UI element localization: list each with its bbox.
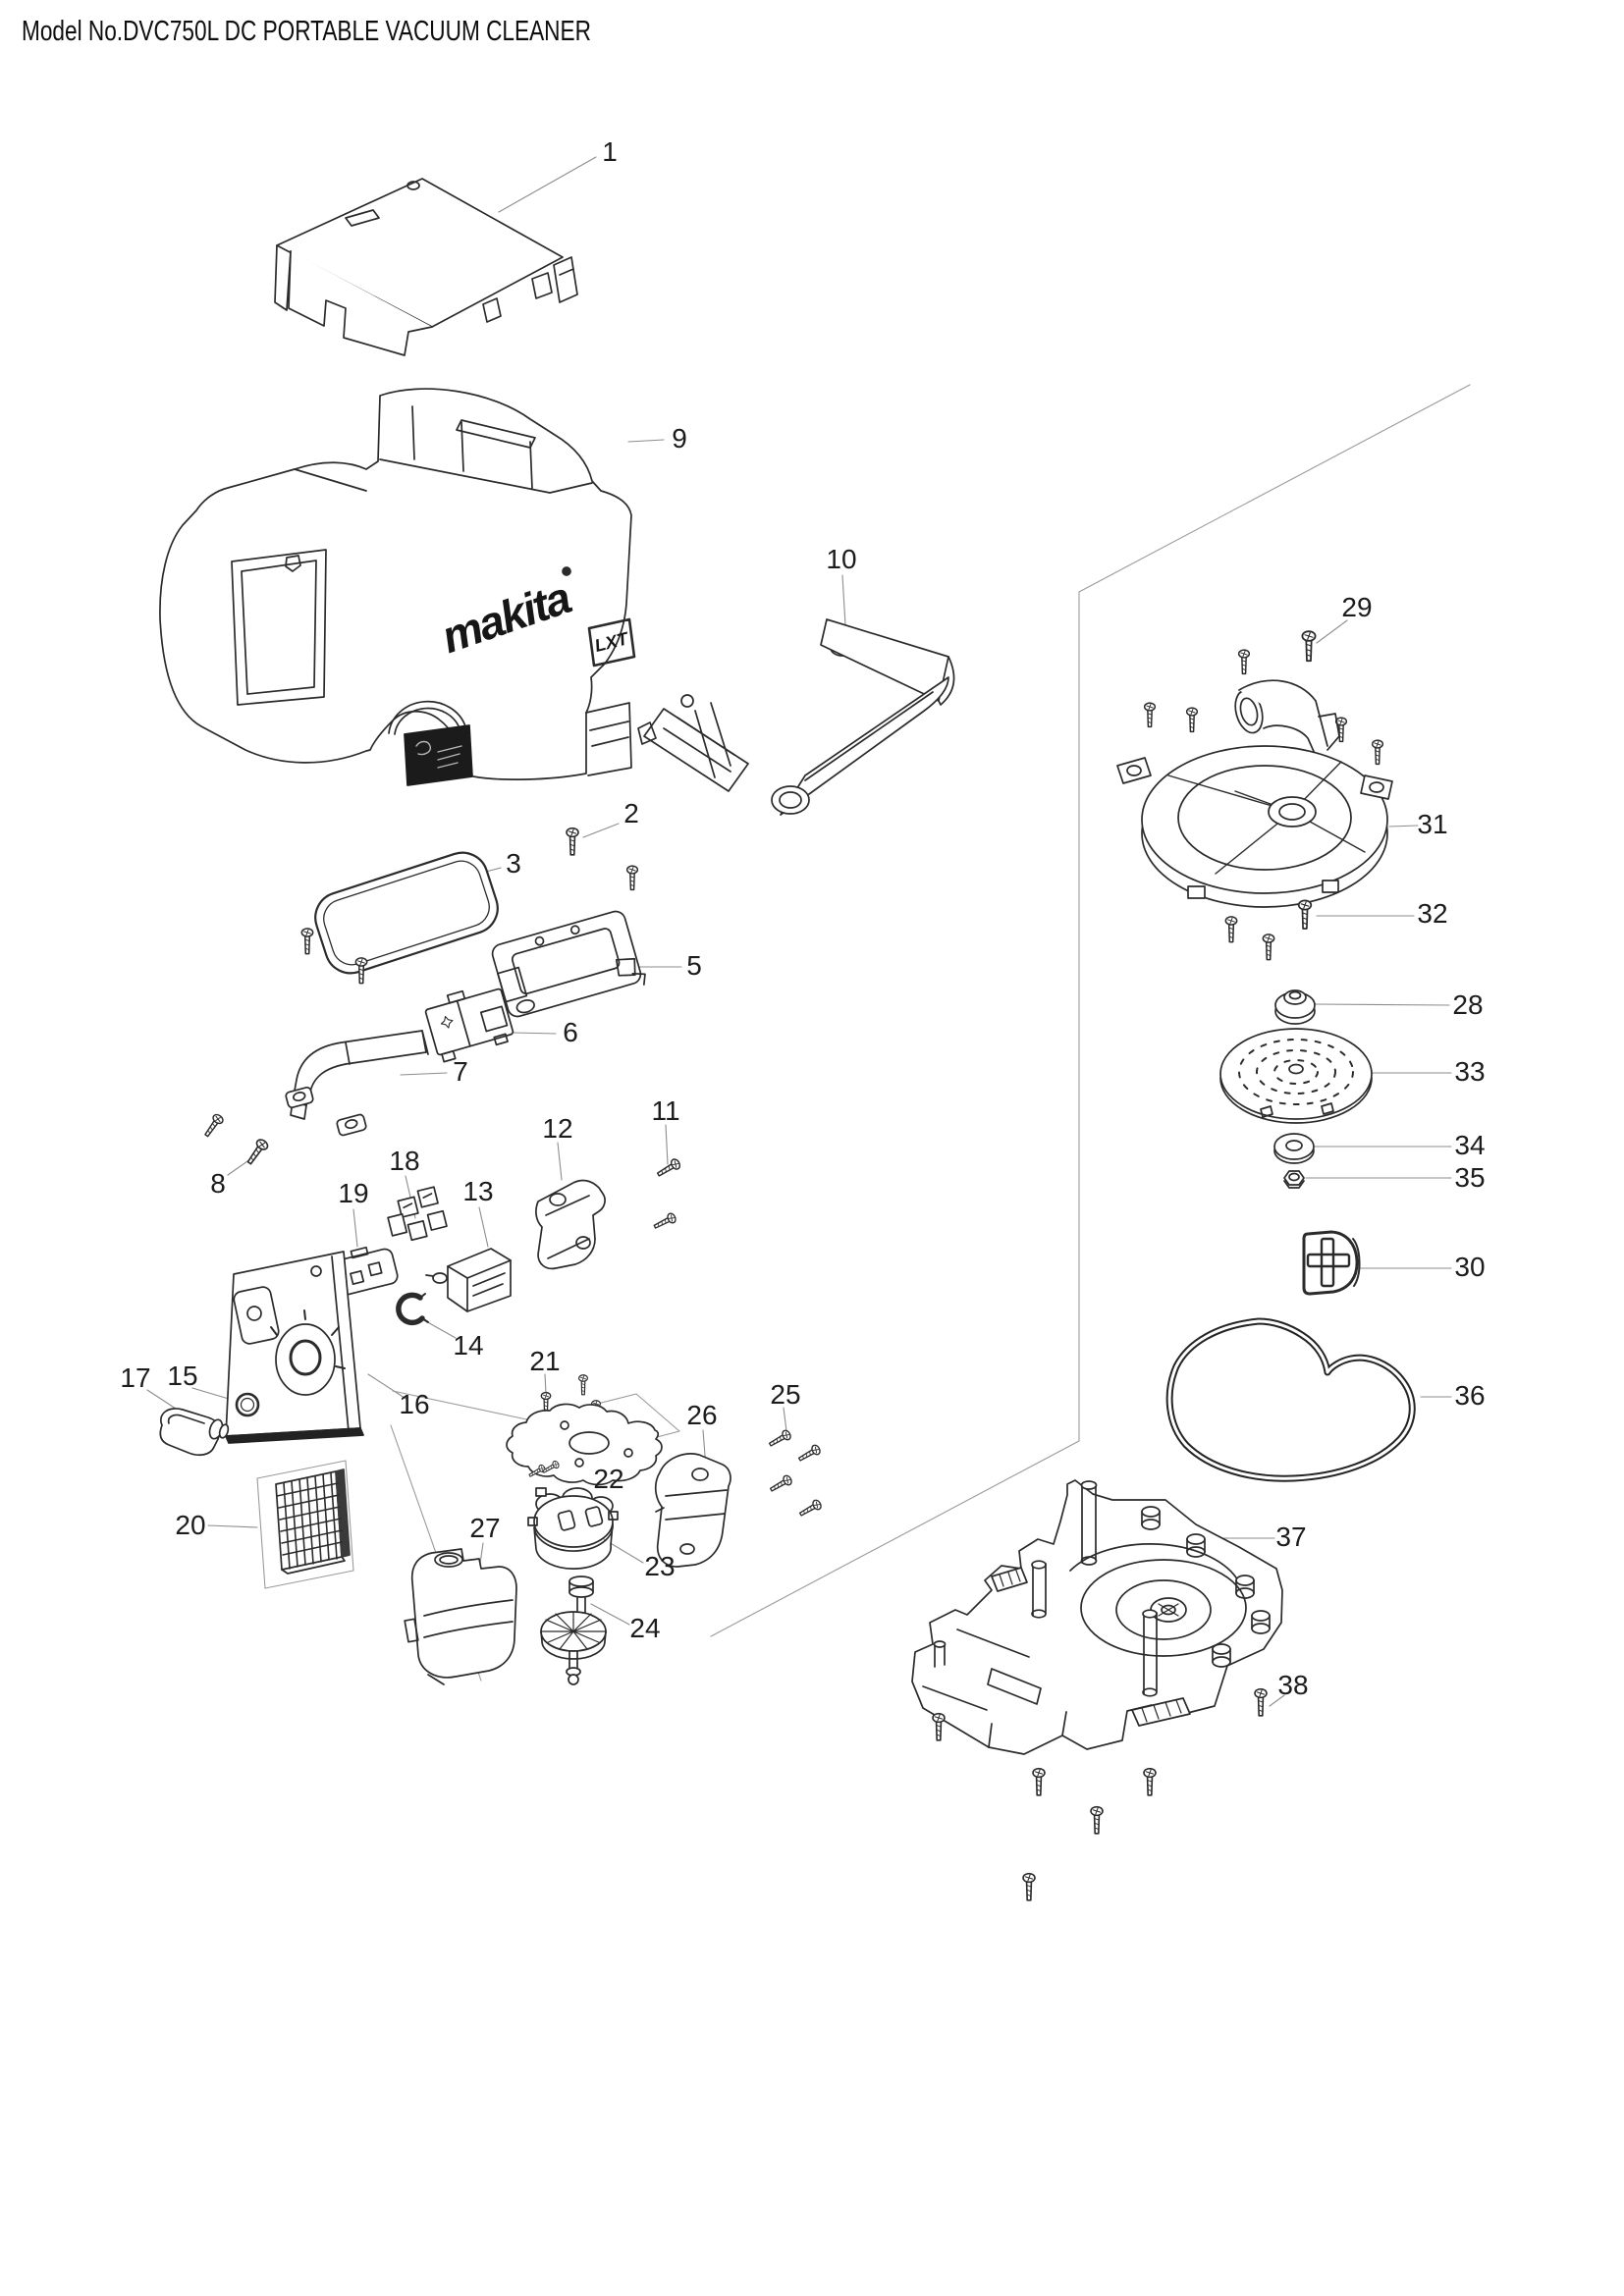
callout-36: 36 — [1454, 1380, 1486, 1411]
part-33-fan — [1219, 1028, 1373, 1124]
part-20-filter — [275, 1468, 351, 1575]
callout-27: 27 — [469, 1513, 501, 1543]
callout-16: 16 — [399, 1389, 430, 1419]
callout-10: 10 — [826, 544, 857, 574]
callout-9: 9 — [672, 423, 687, 454]
callout-22: 22 — [593, 1464, 624, 1494]
callout-37: 37 — [1275, 1522, 1307, 1552]
callout-33: 33 — [1454, 1056, 1486, 1087]
callout-2: 2 — [623, 798, 639, 828]
callout-21: 21 — [529, 1346, 561, 1376]
part-11-screws — [651, 1156, 682, 1232]
part-15-o-ring — [235, 1392, 260, 1417]
part-18-terminal-blocks — [387, 1186, 448, 1242]
part-16-front-panel — [225, 1251, 364, 1444]
part-6-holder — [424, 988, 514, 1063]
callout-12: 12 — [542, 1113, 573, 1144]
callout-13: 13 — [462, 1176, 494, 1206]
callout-14: 14 — [453, 1330, 484, 1361]
part-29-screw — [1301, 630, 1317, 663]
part-37-base — [911, 1479, 1283, 1755]
part-31-fan-housing — [1116, 679, 1393, 908]
part-5-filter-cover — [491, 910, 646, 1018]
part-21-screws-and-plate — [506, 1374, 663, 1486]
part-13-switch — [425, 1248, 512, 1312]
callout-20: 20 — [175, 1510, 206, 1540]
part-26-bearing-retainer — [654, 1453, 731, 1568]
callout-8: 8 — [210, 1168, 226, 1199]
callout-18: 18 — [389, 1146, 420, 1176]
callout-28: 28 — [1452, 989, 1484, 1020]
callout-6: 6 — [563, 1017, 578, 1047]
callout-24: 24 — [629, 1613, 661, 1643]
base-bosses — [1141, 1506, 1271, 1668]
callout-34: 34 — [1454, 1130, 1486, 1160]
callout-3: 3 — [506, 848, 521, 879]
part-34-washer — [1273, 1133, 1315, 1164]
part-35-nut — [1283, 1170, 1305, 1189]
part-32-screw — [1224, 899, 1313, 961]
part-10-handle — [637, 618, 955, 816]
part-9-main-housing: makita LXT — [159, 388, 636, 786]
part-27-motor-housing — [404, 1548, 517, 1685]
part-30-valve-plate — [1302, 1230, 1361, 1296]
part-24-armature — [540, 1575, 607, 1685]
page-title: Model No.DVC750L DC PORTABLE VACUUM CLEA… — [22, 16, 591, 47]
part-23-field — [527, 1487, 619, 1570]
part-7-duct — [285, 1030, 429, 1137]
callout-31: 31 — [1417, 809, 1448, 839]
part-1-top-cover — [274, 178, 578, 356]
callout-5: 5 — [686, 950, 702, 981]
callout-29: 29 — [1341, 592, 1373, 622]
part-25-bolts — [767, 1428, 824, 1520]
callout-32: 32 — [1417, 898, 1448, 929]
callout-38: 38 — [1277, 1670, 1309, 1700]
callout-7: 7 — [453, 1056, 468, 1087]
part-36-packing-ring — [1165, 1317, 1416, 1482]
callout-23: 23 — [644, 1551, 676, 1581]
part-2-screws — [566, 827, 639, 891]
callout-15: 15 — [167, 1361, 198, 1391]
part-8-screws — [201, 1112, 271, 1167]
part-17-knob — [159, 1408, 230, 1457]
part-14-clip — [396, 1292, 429, 1326]
callout-25: 25 — [770, 1379, 801, 1410]
part-12-bracket — [535, 1179, 606, 1270]
callout-30: 30 — [1454, 1252, 1486, 1282]
callout-35: 35 — [1454, 1162, 1486, 1193]
part-28-sleeve — [1274, 989, 1316, 1025]
part-3-gasket — [314, 851, 499, 975]
callout-19: 19 — [338, 1178, 369, 1208]
callout-11: 11 — [651, 1095, 680, 1126]
callout-17: 17 — [120, 1362, 151, 1393]
callout-1: 1 — [602, 136, 618, 167]
callout-26: 26 — [686, 1400, 718, 1430]
